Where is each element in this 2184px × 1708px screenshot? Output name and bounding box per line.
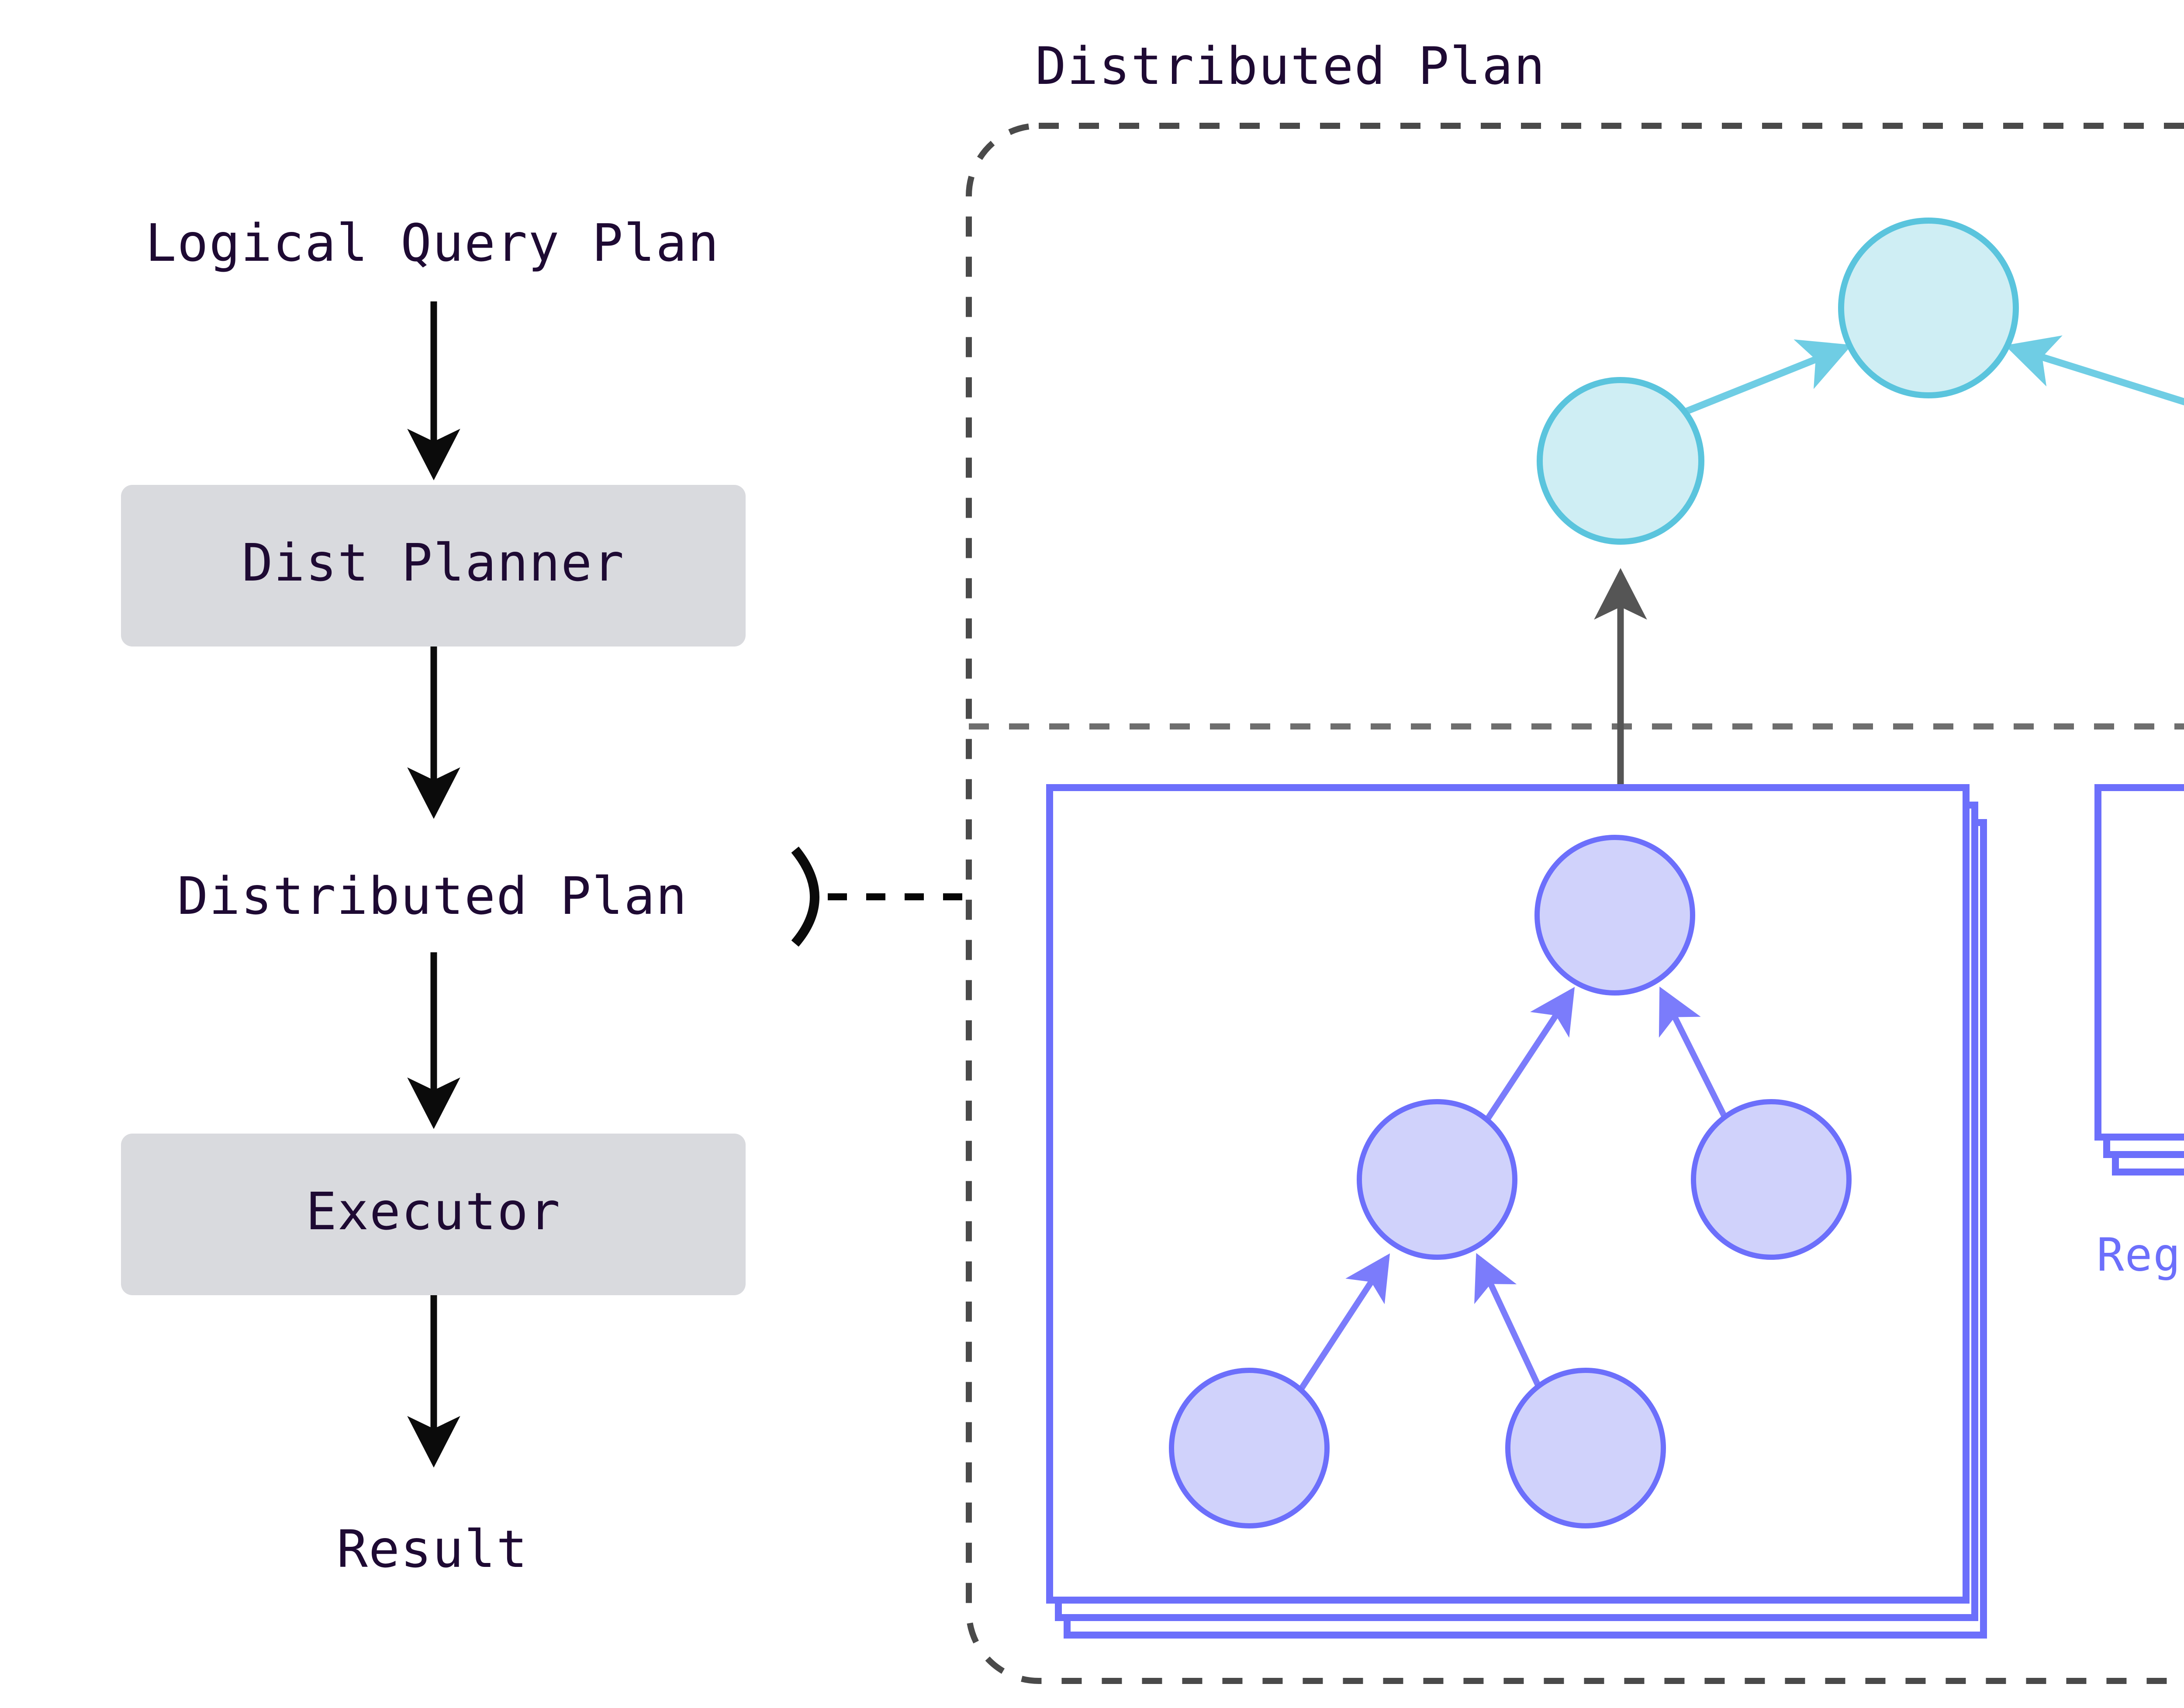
- frontend-node-left[interactable]: [1537, 377, 1704, 545]
- datanode-node-mid[interactable]: [1357, 1099, 1517, 1260]
- datanode-node-right[interactable]: [1691, 1099, 1852, 1260]
- edge-dn-mid-to-root: [1482, 987, 1575, 1126]
- pipeline-output-label: Result: [337, 1519, 528, 1579]
- regions-label: Regions: [2097, 1228, 2184, 1281]
- frontend-node-root[interactable]: [1838, 218, 2019, 398]
- executor-box[interactable]: [121, 1134, 746, 1295]
- pipeline-column: Logical Query Plan Dist Planner Distribu…: [121, 213, 746, 1579]
- distributed-plan-boundary: [966, 123, 2184, 1684]
- frontend-stage-group: [1537, 218, 2184, 545]
- distributed-plan-title: Distributed Plan: [1035, 36, 1546, 96]
- edge-dn-right-to-root: [1659, 986, 1731, 1124]
- edge-fe-left-to-root: [1686, 339, 1852, 415]
- pipeline-input-label: Logical Query Plan: [145, 213, 720, 273]
- datanode-node-leaf-2[interactable]: [1505, 1368, 1666, 1528]
- edge-dn-leaf1-to-mid: [1296, 1253, 1390, 1395]
- plan-expansion-link: [791, 847, 969, 947]
- dist-planner-box[interactable]: [121, 485, 746, 647]
- expansion-brace-icon: [791, 847, 819, 947]
- datanode-node-leaf-1[interactable]: [1169, 1368, 1330, 1528]
- pipeline-intermediate-label: Distributed Plan: [177, 866, 688, 926]
- right-region-stack: [2094, 784, 2184, 1176]
- datanode-node-root[interactable]: [1534, 835, 1695, 996]
- right-region-card-front[interactable]: [2094, 784, 2184, 1141]
- edge-dn-leaf2-to-mid: [1474, 1253, 1545, 1395]
- distributed-plan-container: Distributed Plan Frontend Stage Datanode…: [966, 36, 2184, 1684]
- left-region-stack: [1046, 784, 1987, 1639]
- edge-fe-right-to-root: [2004, 335, 2184, 405]
- executor-label: Executor: [306, 1181, 561, 1241]
- dist-planner-label: Dist Planner: [242, 532, 625, 593]
